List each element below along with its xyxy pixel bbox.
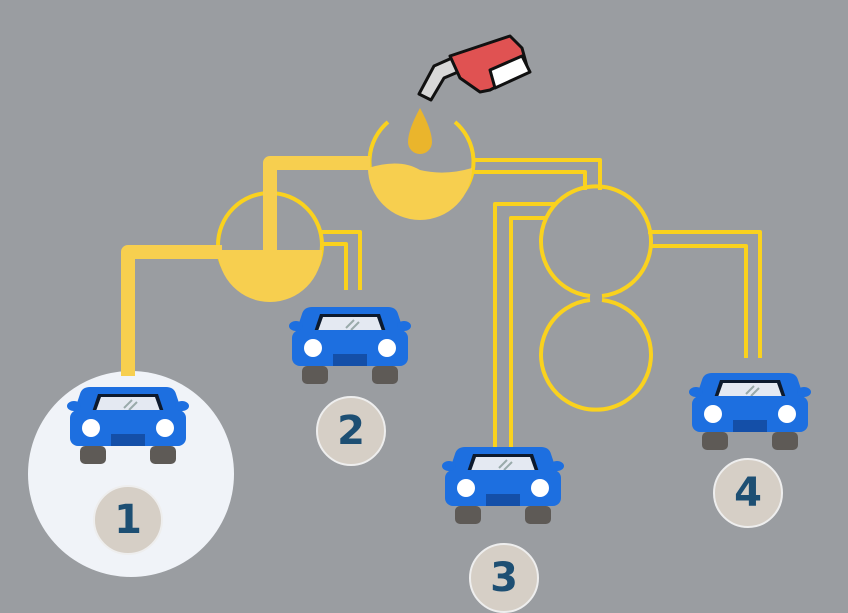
- car-number-badge-1[interactable]: 1: [93, 485, 163, 555]
- top-tank-fuel: [368, 163, 472, 220]
- pipe-top-to-right: [472, 158, 602, 190]
- pipe-to-car-1-filled: [121, 245, 222, 376]
- left-tank-fuel: [218, 250, 322, 302]
- car-number-badge-3[interactable]: 3: [469, 543, 539, 613]
- pipe-to-car-4: [648, 230, 762, 358]
- fuel-nozzle-icon[interactable]: [417, 34, 532, 102]
- right-lower-tank: [539, 298, 653, 412]
- car-icon-3[interactable]: [441, 446, 565, 525]
- car-number-badge-2[interactable]: 2: [316, 396, 386, 466]
- car-number-badge-4[interactable]: 4: [713, 458, 783, 528]
- right-upper-tank: [539, 184, 653, 298]
- pipe-network: [28, 34, 812, 577]
- game-board: 1 2 3 4: [28, 34, 812, 613]
- pipe-top-to-left-filled: [263, 156, 370, 250]
- car-icon-2[interactable]: [288, 306, 412, 385]
- fuel-drop-icon: [408, 108, 432, 154]
- pipe-to-car-3: [493, 202, 555, 448]
- car-icon-4[interactable]: [688, 372, 812, 451]
- pipe-to-car-2: [322, 230, 362, 290]
